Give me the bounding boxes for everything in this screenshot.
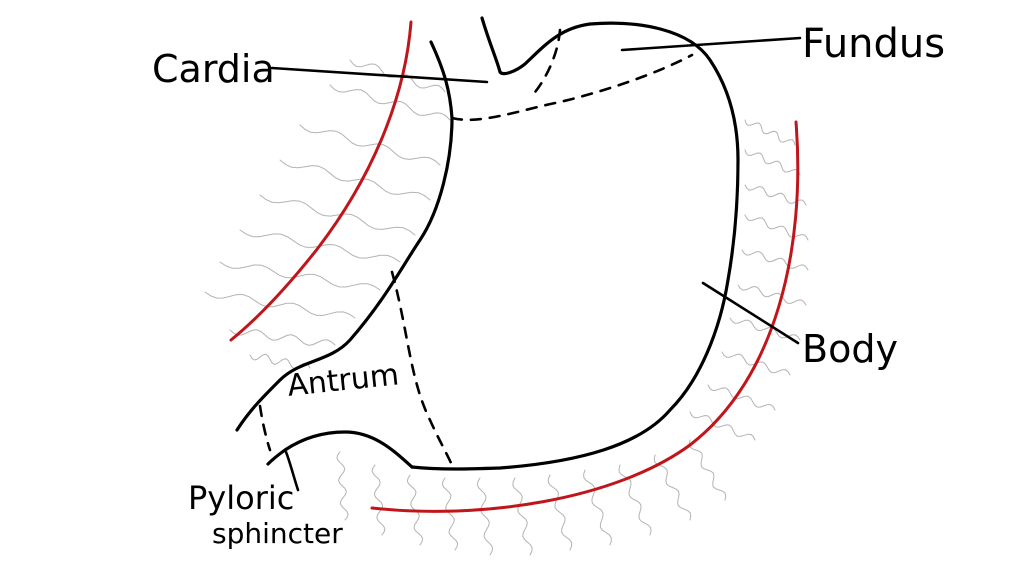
texture-stroke <box>259 194 416 236</box>
texture-stroke <box>744 149 801 176</box>
texture-stroke <box>219 261 381 291</box>
wall-texture <box>204 59 809 556</box>
texture-stroke <box>688 439 727 501</box>
texture-stroke <box>583 469 612 546</box>
texture-stroke <box>371 464 386 536</box>
texture-stroke <box>229 329 336 346</box>
body-leader <box>701 281 800 345</box>
texture-stroke <box>279 159 431 201</box>
pyloric-boundary <box>258 404 272 452</box>
muscle-line-right <box>370 120 800 513</box>
body-label: Body <box>802 327 898 371</box>
cardia-leader <box>270 66 489 84</box>
fundus-label: Fundus <box>802 21 946 67</box>
pylorus-lower-wall <box>266 430 414 469</box>
pyloric-label-line1: Pyloric <box>188 479 295 517</box>
cardia-fundus-boundary <box>528 28 562 100</box>
texture-stroke <box>476 477 494 556</box>
texture-stroke <box>618 464 652 536</box>
fundus-leader <box>620 36 802 52</box>
texture-stroke <box>744 214 809 241</box>
texture-stroke <box>707 384 776 411</box>
stomach-outer-wall <box>410 16 740 471</box>
cardia-body-boundary <box>450 53 694 122</box>
muscle-line-left <box>229 20 413 342</box>
texture-stroke <box>653 454 692 521</box>
pyloric-leader <box>284 450 300 492</box>
pyloric-sphincter-label: Pyloric sphincter <box>188 482 343 548</box>
texture-stroke <box>744 119 796 146</box>
texture-stroke <box>737 284 807 306</box>
pyloric-label-line2: sphincter <box>212 517 343 550</box>
texture-stroke <box>741 249 809 271</box>
texture-stroke <box>547 474 573 551</box>
texture-stroke <box>204 291 356 319</box>
texture-stroke <box>512 477 533 556</box>
cardia-label: Cardia <box>152 47 275 91</box>
texture-stroke <box>299 124 441 166</box>
texture-stroke <box>441 477 459 551</box>
texture-stroke <box>336 451 349 521</box>
antrum-body-boundary <box>390 270 454 467</box>
texture-stroke <box>689 411 756 441</box>
texture-stroke <box>329 84 451 121</box>
